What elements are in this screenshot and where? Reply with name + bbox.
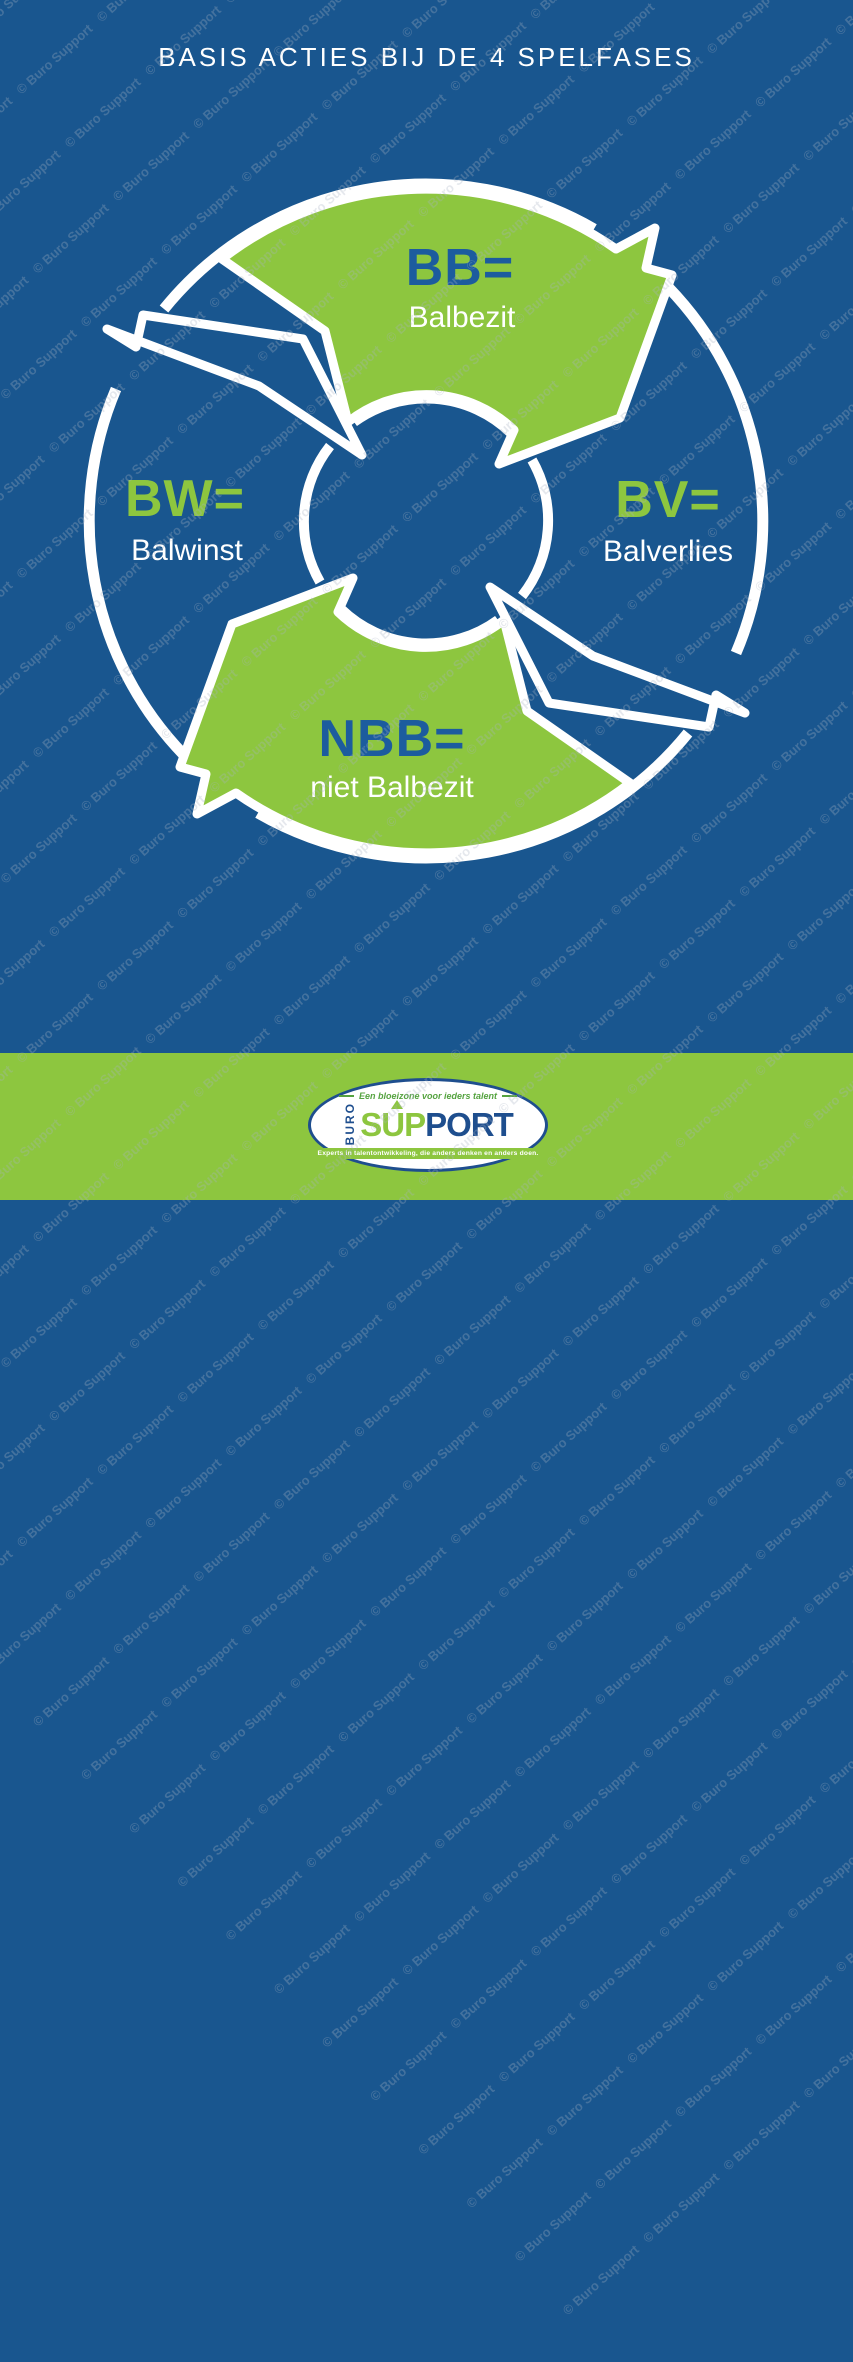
cycle-diagram: BB= Balbezit BV= Balverlies NBB= niet Ba… — [0, 0, 853, 1048]
cycle-diagram-svg — [83, 178, 769, 864]
arrow-balbezit — [217, 184, 677, 469]
phase-bw-abbr: BW= — [125, 470, 245, 528]
logo-banner-tagline: Experts in talentontwikkeling, die ander… — [312, 1147, 544, 1159]
outer-ring — [83, 178, 769, 864]
phase-bv-abbr: BV= — [615, 471, 721, 529]
phase-nbb-label: niet Balbezit — [310, 771, 474, 804]
logo-script-row: Een bloeizone voor ieders talent — [338, 1091, 518, 1102]
logo-script-tagline: Een bloeizone voor ieders talent — [358, 1091, 498, 1102]
script-dash-left — [338, 1095, 354, 1098]
logo-brand-blue: PORT — [425, 1105, 514, 1143]
phase-nbb-abbr: NBB= — [318, 710, 466, 768]
logo-brand: SUPPORT — [360, 1099, 514, 1143]
arrowhead-balverlies — [485, 582, 750, 732]
up-arrow-icon — [391, 1099, 404, 1109]
phase-bb-abbr: BB= — [405, 239, 515, 297]
logo-brand-green: SUP — [360, 1105, 426, 1143]
script-dash-right — [502, 1095, 518, 1098]
logo-buro-vertical: BURO — [343, 1102, 358, 1146]
arrowhead-balwinst — [102, 310, 367, 460]
page-title: BASIS ACTIES BIJ DE 4 SPELFASES — [158, 42, 695, 72]
buro-support-logo: Een bloeizone voor ieders talent BURO SU… — [308, 1078, 548, 1172]
phase-bw-label: Balwinst — [131, 534, 243, 567]
arrow-niet-balbezit — [175, 573, 635, 858]
phase-bb-label: Balbezit — [408, 301, 516, 334]
phase-bv-label: Balverlies — [602, 535, 734, 568]
logo-main-row: BURO SUPPORT — [343, 1099, 514, 1146]
